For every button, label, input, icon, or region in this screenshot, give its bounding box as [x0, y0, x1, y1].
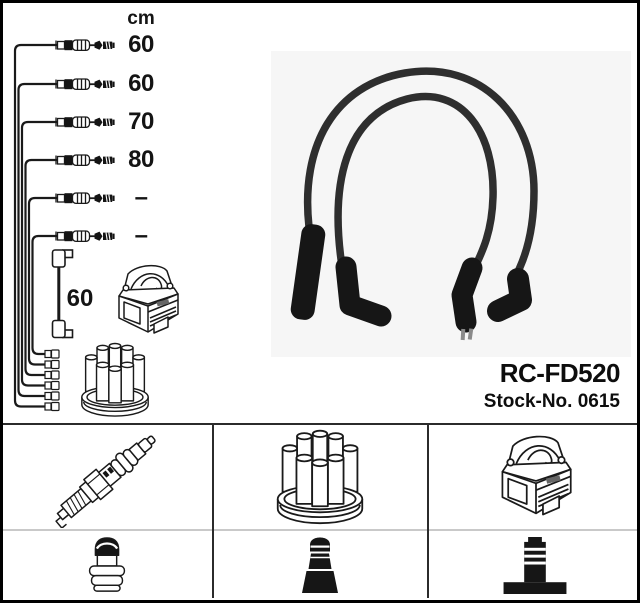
cable-length: 70	[128, 108, 154, 135]
unit-header: cm	[127, 8, 155, 29]
grid-top-line	[2, 423, 638, 425]
stock-number: Stock-No. 0615	[483, 391, 620, 412]
grid-column-divider	[212, 424, 214, 598]
cable-illustration	[55, 230, 115, 243]
cable-loop-inner	[334, 92, 497, 277]
cable-length: 60	[128, 70, 154, 97]
coil-tower-connector-icon	[503, 537, 567, 594]
grid-column-divider	[427, 424, 429, 598]
distributor-cap-icon	[81, 342, 149, 417]
coil-wire-illustration	[51, 249, 74, 339]
grid-row-divider	[2, 529, 638, 531]
part-number: RC-FD520	[499, 358, 621, 388]
distributor-cap-icon	[276, 429, 364, 525]
cable-illustration	[55, 39, 115, 52]
cable-boots	[290, 224, 532, 341]
cable-length: –	[134, 222, 148, 249]
cable-illustration	[55, 78, 115, 91]
spark-plug-boot-icon	[301, 537, 339, 594]
ignition-coil-icon	[501, 435, 572, 516]
coil-wire-length: 60	[66, 285, 94, 312]
cable-illustration	[55, 116, 115, 129]
cable-length: 60	[128, 31, 154, 58]
wire-bundle-diagram	[13, 43, 74, 412]
ignition-coil-icon	[118, 264, 179, 334]
terminal-nut-connector-icon	[88, 536, 126, 593]
spark-plug-icon	[46, 428, 163, 528]
cable-illustration	[55, 154, 115, 167]
product-photo	[271, 51, 631, 357]
cable-length: 80	[128, 146, 154, 173]
cable-length: –	[134, 184, 148, 211]
cable-illustration	[55, 192, 115, 205]
cable-loop-outer	[303, 67, 538, 285]
